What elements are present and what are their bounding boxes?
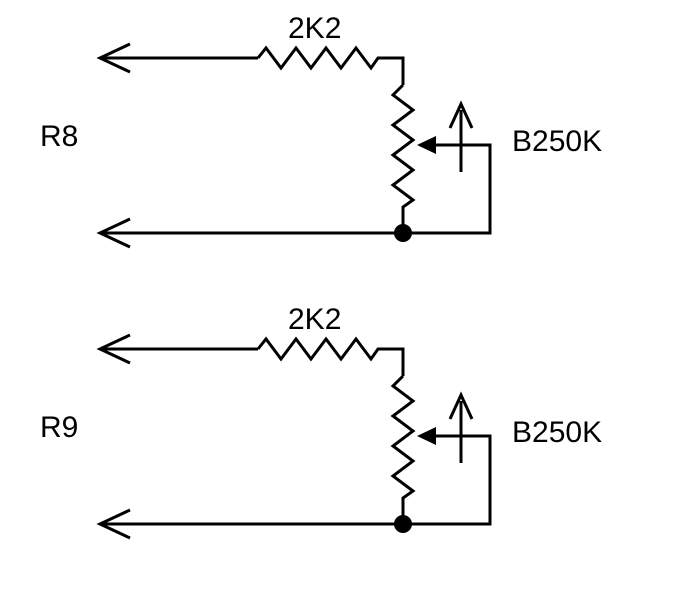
circuit-r8: 2K2 R8 B250K	[40, 12, 602, 249]
fixed-resistor-label: 2K2	[288, 12, 341, 45]
potentiometer-label: B250K	[512, 125, 602, 158]
circuit-label: R8	[40, 120, 78, 153]
circuit-r9: 2K2 R9 B250K	[40, 303, 602, 540]
circuit-label: R9	[40, 411, 78, 444]
fixed-resistor-label: 2K2	[288, 303, 341, 336]
potentiometer-label: B250K	[512, 416, 602, 449]
